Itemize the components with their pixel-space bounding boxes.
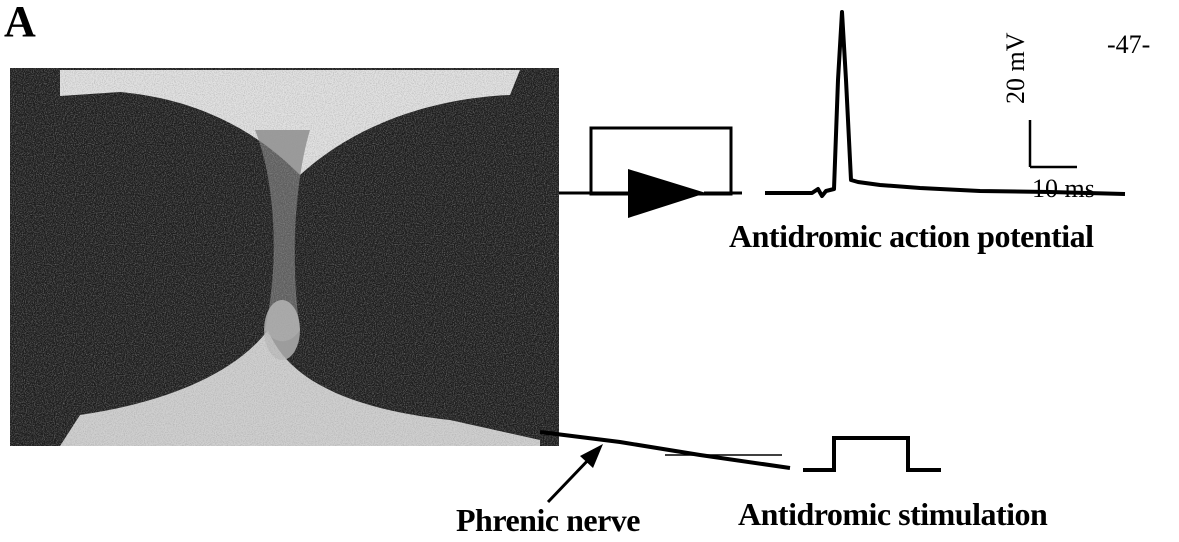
stimulation-label: Antidromic stimulation [738,498,1047,530]
action-potential-label: Antidromic action potential [729,220,1094,252]
phrenic-nerve-label: Phrenic nerve [456,504,640,536]
tissue-photograph [10,68,559,446]
time-scale-label: 10 ms [1032,176,1095,202]
phrenic-nerve [540,432,790,468]
scale-bar [1030,120,1077,167]
nerve-arrow [548,444,603,502]
voltage-scale-label: 20 mV [1003,33,1029,105]
action-potential-trace [765,12,1125,196]
amplifier-triangle [628,169,706,218]
stimulus-pulse [803,438,941,470]
